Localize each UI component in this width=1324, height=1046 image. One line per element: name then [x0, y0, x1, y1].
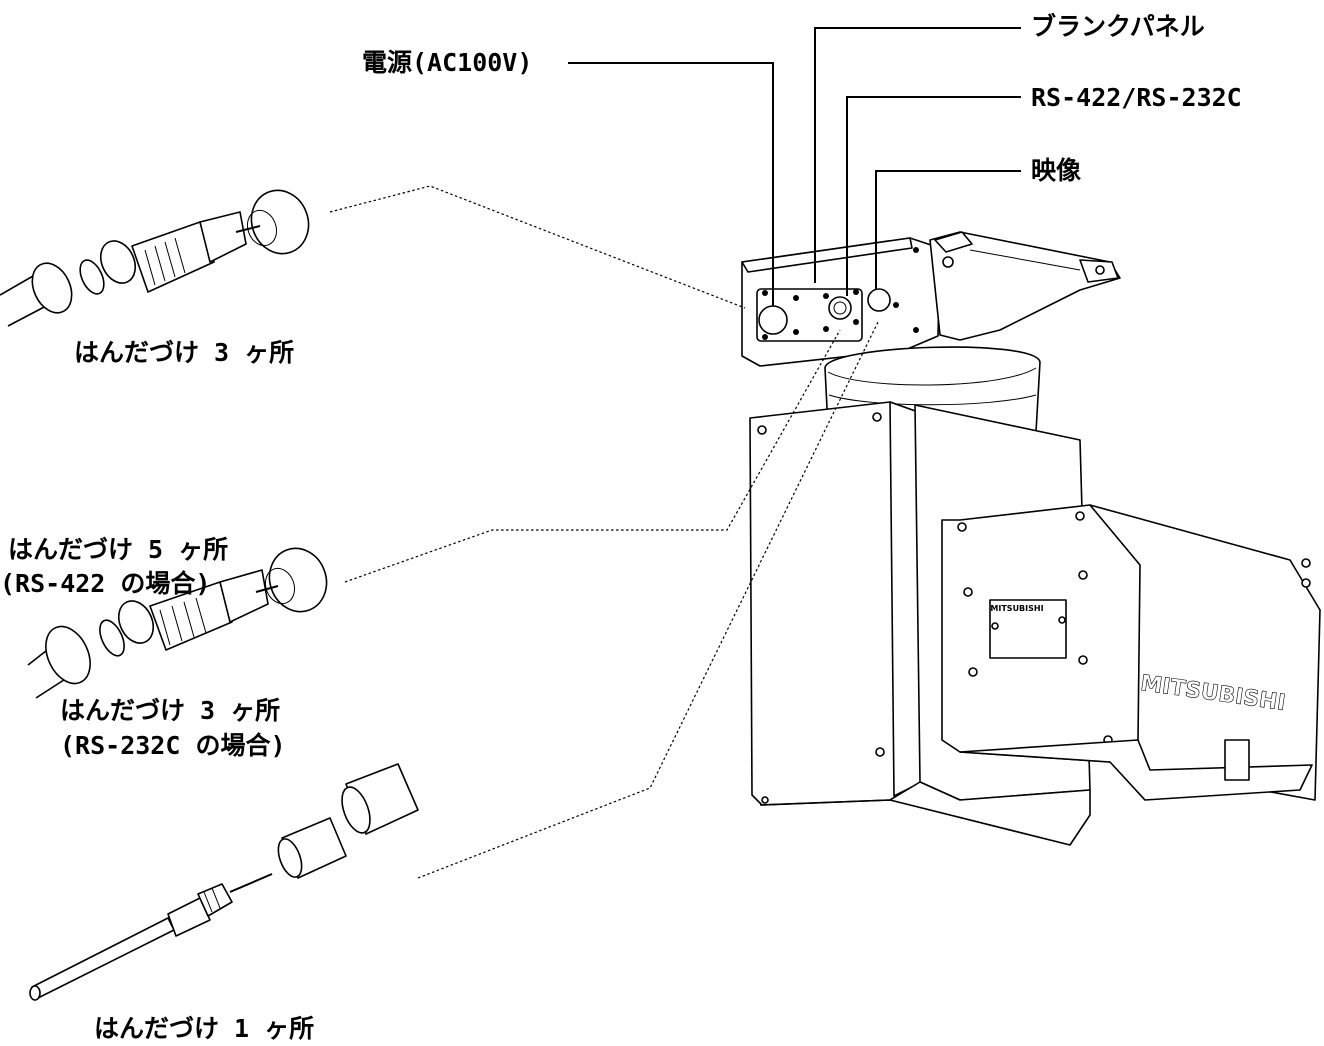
video-connector-assembly [29, 763, 419, 1001]
guide-lines [329, 185, 879, 879]
camera-housing-unit [741, 231, 1321, 846]
tilt-head [941, 504, 1321, 801]
leader-power [568, 62, 774, 306]
solder-label-video: はんだづけ 1 ヶ所 [94, 1014, 315, 1043]
plate-logo: MITSUBISHI [990, 604, 1043, 613]
mounting-bracket [929, 231, 1121, 341]
callout-power: 電源(AC100V) [362, 48, 533, 77]
solder-label-rs232c: はんだづけ 3 ヶ所 [60, 696, 281, 725]
guide-power [329, 185, 746, 309]
solder-note-rs422: (RS-422 の場合) [0, 569, 211, 598]
power-connector-assembly [0, 189, 310, 327]
guide-serial [344, 329, 841, 583]
serial-connector-assembly [27, 547, 328, 699]
callout-blank-panel: ブランクパネル [1031, 12, 1205, 41]
leader-blank-panel [814, 27, 1021, 283]
callout-serial: RS-422/RS-232C [1031, 83, 1242, 112]
leader-serial [846, 96, 1021, 296]
solder-label-rs422: はんだづけ 5 ヶ所 [8, 535, 229, 564]
connector-box [741, 237, 941, 367]
callout-video: 映像 [1031, 156, 1082, 185]
solder-note-rs232c: (RS-232C の場合) [60, 731, 286, 760]
callout-leaders [568, 27, 1021, 306]
leader-video [875, 170, 1021, 289]
solder-label-power: はんだづけ 3 ヶ所 [74, 338, 295, 367]
